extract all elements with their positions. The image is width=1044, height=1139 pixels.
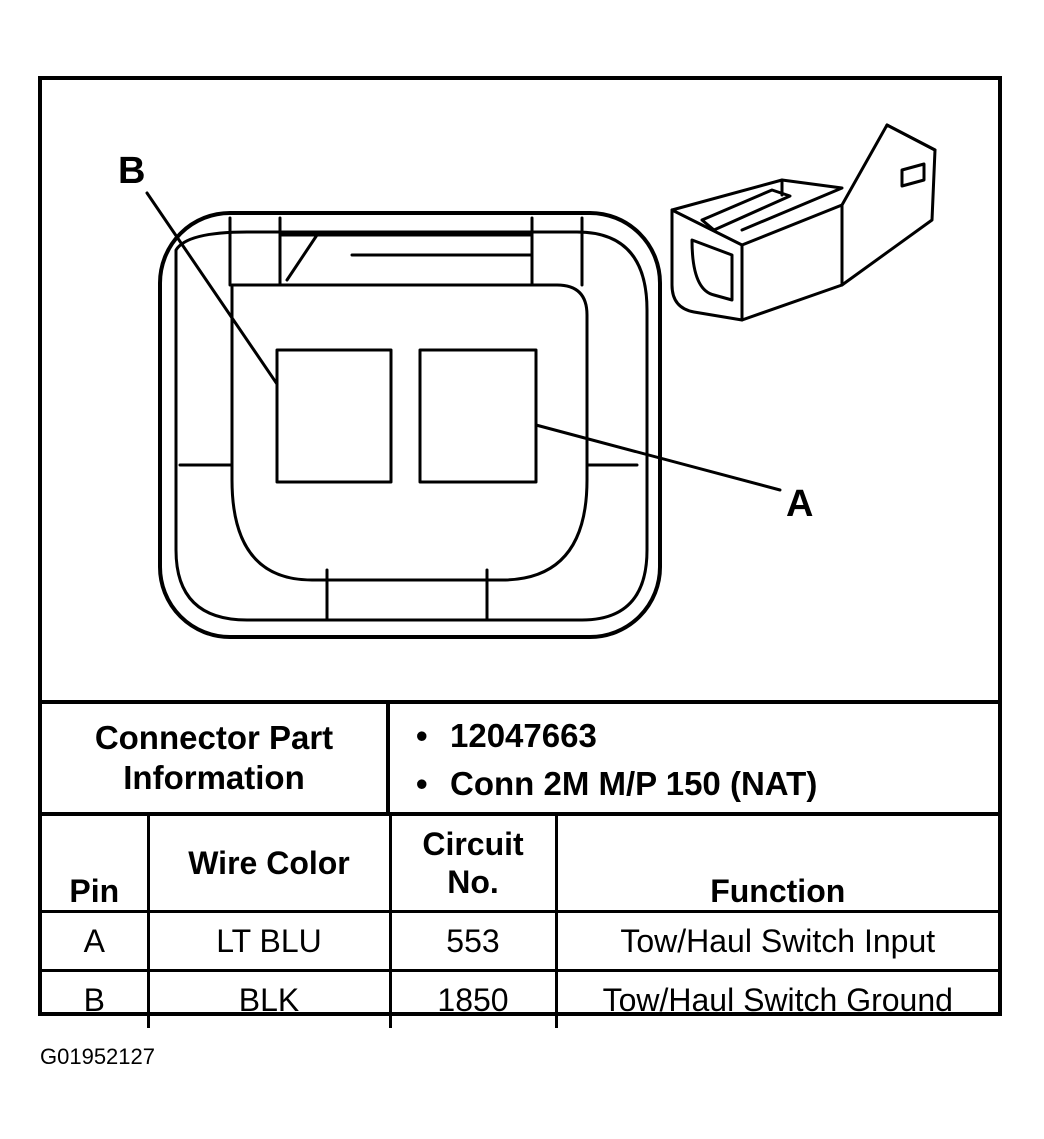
header-pin: Pin (42, 812, 150, 913)
leader-line-a (534, 423, 782, 492)
connector-face-drawing (145, 123, 937, 639)
connector-part-info: Connector Part Information 12047663 Conn… (42, 700, 998, 812)
connector-3d-thumbnail (670, 123, 937, 322)
header-wire-color: Wire Color (146, 812, 392, 913)
table-row: B BLK 1850 Tow/Haul Switch Ground (42, 969, 998, 1028)
callout-a: A (786, 483, 814, 525)
header-function: Function (554, 812, 998, 913)
function-cell: Tow/Haul Switch Input (554, 910, 998, 972)
circuit-cell: 553 (388, 910, 558, 972)
connector-diagram: B A (42, 80, 998, 700)
pin-cell: A (42, 910, 150, 972)
leader-line-b (145, 191, 279, 386)
part-number: 12047663 (450, 712, 998, 760)
pin-table-header: Pin Wire Color Circuit No. Function (42, 812, 998, 913)
wire-color-cell: BLK (146, 969, 392, 1028)
pin-cell: B (42, 969, 150, 1028)
pin-table: Pin Wire Color Circuit No. Function A LT… (42, 812, 998, 1028)
diagram-frame: B A Connector Part Information 12047663 … (38, 76, 1002, 1028)
connector-inner-shell (174, 230, 649, 622)
circuit-cell: 1850 (388, 969, 558, 1028)
figure-code: G01952127 (40, 1044, 155, 1069)
function-cell: Tow/Haul Switch Ground (554, 969, 998, 1028)
header-circuit-no: Circuit No. (388, 812, 558, 913)
connector-cavity (230, 283, 589, 582)
wire-color-cell: LT BLU (146, 910, 392, 972)
connector-part-info-label: Connector Part Information (42, 704, 390, 812)
connector-part-info-list: 12047663 Conn 2M M/P 150 (NAT) (390, 704, 998, 812)
connector-description: Conn 2M M/P 150 (NAT) (450, 760, 998, 808)
connector-ribs (178, 463, 639, 622)
callout-b: B (118, 150, 146, 192)
terminal-cavity-a (418, 348, 538, 484)
table-row: A LT BLU 553 Tow/Haul Switch Input (42, 910, 998, 972)
connector-outer-shell (158, 211, 662, 639)
terminal-cavity-b (275, 348, 393, 484)
connector-latch (228, 216, 584, 287)
